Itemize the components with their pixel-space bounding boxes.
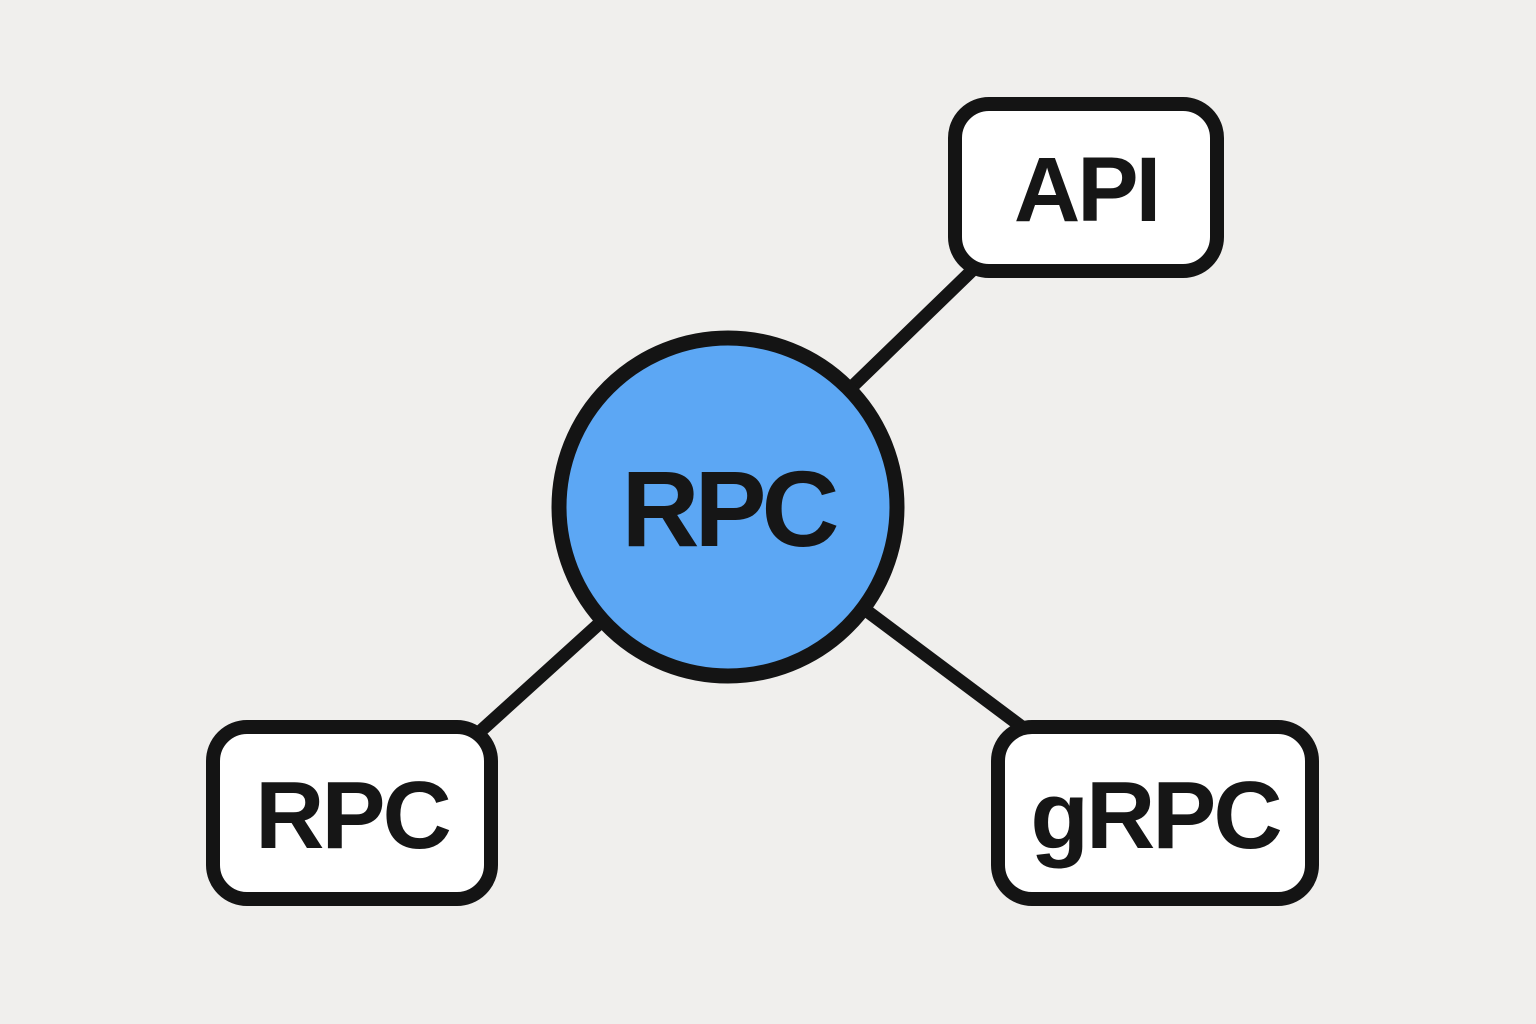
node-label-api: API — [1014, 139, 1158, 241]
center-node-circle — [551, 330, 905, 684]
node-label-grpc: gRPC — [1030, 762, 1280, 869]
node-label-rpc: RPC — [255, 762, 449, 869]
node-box-rpc — [206, 720, 498, 906]
node-box-grpc — [991, 720, 1319, 906]
center-node-label: RPC — [621, 448, 837, 569]
node-box-api — [948, 97, 1224, 278]
